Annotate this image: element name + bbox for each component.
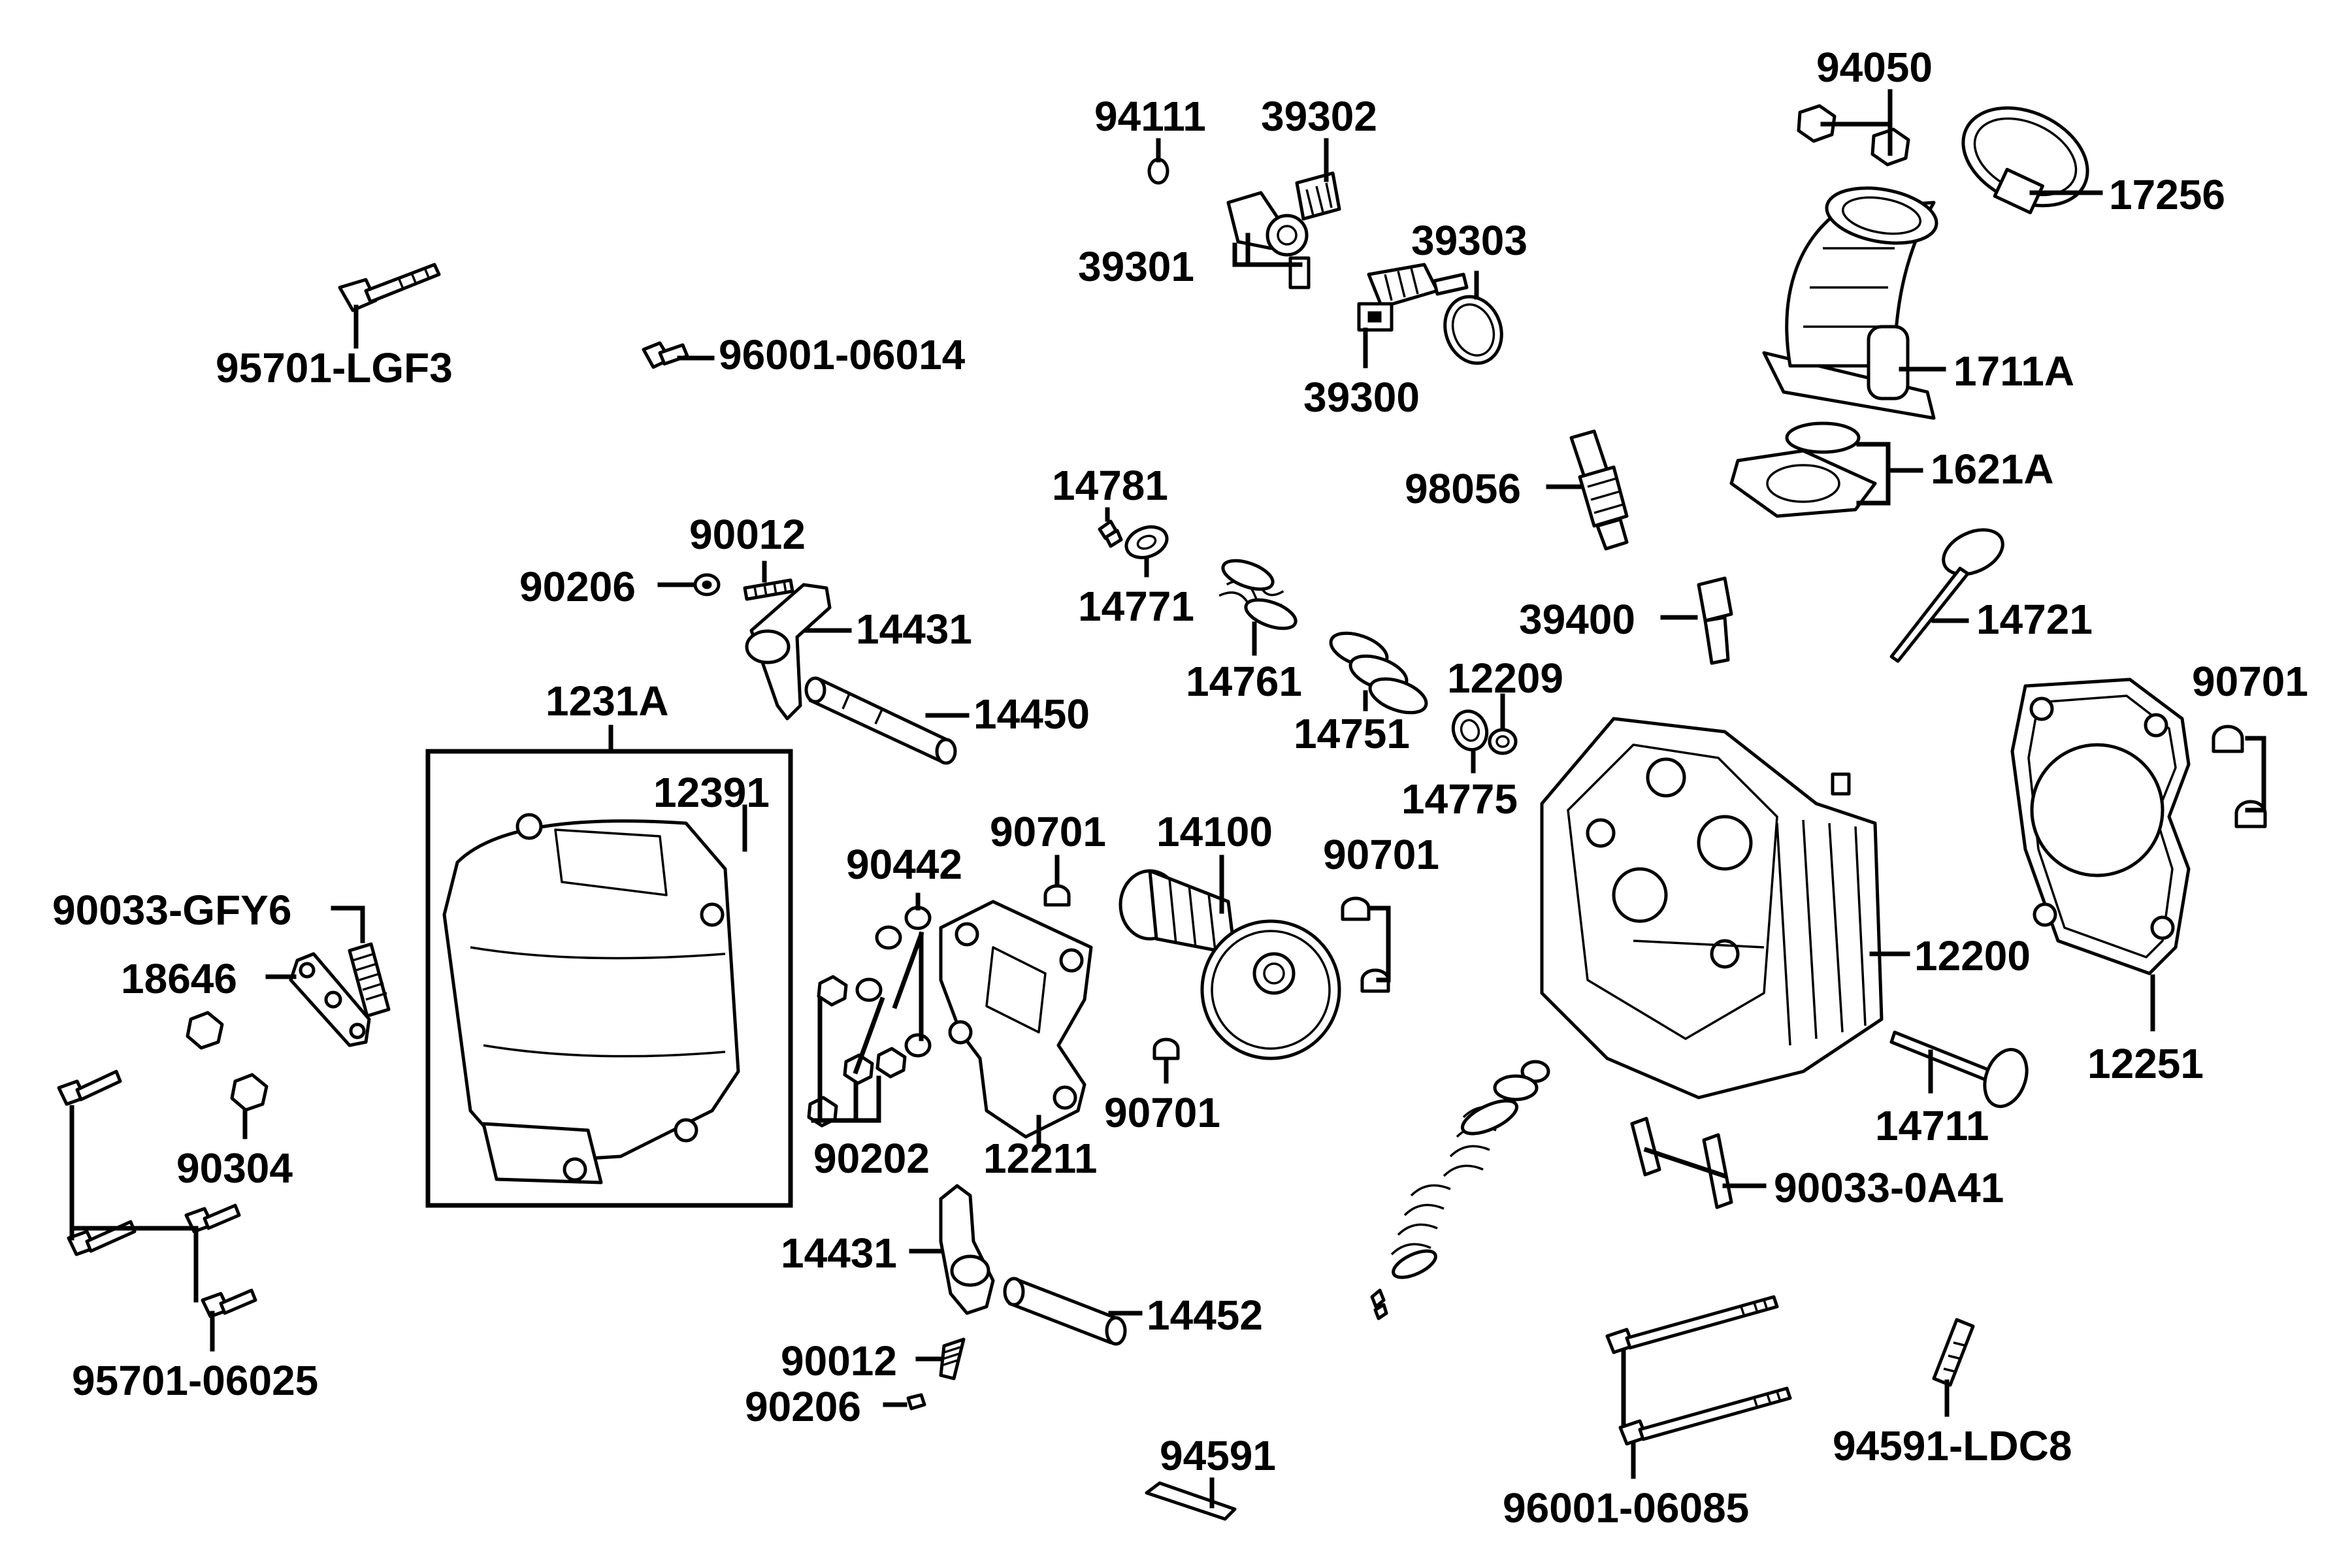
label-90701-b: 90701 [1323,831,1439,878]
stud-bolt-90033-GFY6-icon [348,942,391,1018]
head-gasket-12251-icon [2010,678,2191,975]
bolt-90012-icon [939,1337,966,1380]
label-90033-GFY6: 90033-GFY6 [52,887,291,934]
intake-valve-14721-icon [1889,528,2004,663]
label-90304: 90304 [176,1145,293,1192]
dowel-pin-90701-icon [2212,725,2267,828]
label-14711: 14711 [1875,1102,1989,1149]
intake-manifold-1711A-icon [1762,186,1938,420]
label-12251: 12251 [2087,1040,2204,1087]
label-1231A: 1231A [546,678,669,725]
temperature-sensor-39400-icon [1697,576,1733,665]
long-bolt-96001-06085-icon [1605,1295,1792,1446]
label-90701-c: 90701 [1104,1089,1220,1136]
rocker-shaft-14452-icon [1003,1277,1127,1346]
label-90202: 90202 [813,1135,930,1182]
camshaft-holder-12211-icon [939,900,1093,1139]
washer-90206-icon [693,573,721,596]
camshaft-14100-icon [1119,869,1341,1060]
label-14775: 14775 [1401,776,1518,823]
bolt-95701-06025-icon [57,1070,257,1318]
washer-14775-icon [1451,710,1489,751]
label-18646: 18646 [121,955,237,1002]
gasket-94591-icon [1145,1481,1237,1521]
label-90033-0A41: 90033-0A41 [1774,1164,2004,1211]
label-90701-right: 90701 [2192,658,2308,705]
valve-spring-14761-icon [1218,559,1298,630]
gasket-18646-icon [289,952,371,1047]
valve-retainer-14771-icon [1124,525,1169,559]
label-12391: 12391 [653,769,770,816]
valve-spring-14751-icon [1329,631,1428,715]
label-14781: 14781 [1052,462,1168,509]
label-39400: 39400 [1519,596,1635,643]
bolt-90012-icon [743,578,794,601]
label-90012-bottom: 90012 [781,1337,897,1384]
label-39301: 39301 [1078,243,1194,290]
gasket-94591-LDC8-icon [1932,1318,1975,1387]
label-1621A: 1621A [1931,446,2054,493]
nut-94050-icon [1797,104,1910,167]
label-90012-top: 90012 [689,511,806,558]
washer-90206-icon [906,1393,926,1411]
stud-bolt-90033-0A41-icon [1630,1117,1733,1209]
label-17256: 17256 [2109,171,2225,218]
injector-cap-39302-icon [1295,171,1341,221]
label-12209: 12209 [1447,655,1563,702]
label-95701-06025: 95701-06025 [72,1357,318,1404]
label-14761: 14761 [1186,658,1302,705]
label-14431-bottom: 14431 [781,1230,897,1277]
injector-holder-39301-icon [1226,191,1311,289]
cylinder-head-12200-icon [1540,717,1884,1100]
label-96001-06085: 96001-06085 [1503,1484,1749,1531]
rocker-arm-14431-icon [939,1184,995,1315]
label-39300: 39300 [1303,374,1420,421]
label-90206-bottom: 90206 [745,1383,861,1430]
label-14450: 14450 [973,691,1090,738]
label-12211: 12211 [983,1135,1097,1182]
label-94111: 94111 [1094,93,1206,140]
label-39302: 39302 [1261,93,1377,140]
spark-plug-98056-icon [1569,429,1629,551]
fuel-injector-39300-icon [1357,263,1469,332]
label-95701-LGF3: 95701-LGF3 [216,344,453,391]
label-90701-a: 90701 [990,808,1106,855]
rocker-shaft-14450-icon [804,676,957,765]
label-14452: 14452 [1147,1292,1263,1339]
insulator-1621A-icon [1729,421,1877,518]
label-94050: 94050 [1816,44,1933,91]
label-94591-LDC8: 94591-LDC8 [1833,1422,2072,1469]
exhaust-valve-14711-icon [1889,1030,2029,1109]
clip-94111-icon [1147,157,1169,185]
valve-cotter-14781-icon [1098,519,1123,548]
label-14100: 14100 [1156,808,1273,855]
valve-seal-12209-icon [1488,728,1518,755]
leader-lines [69,89,2266,1509]
label-14751: 14751 [1294,710,1410,757]
label-98056: 98056 [1405,465,1521,512]
washer-90442-icon [855,906,932,1058]
label-90442: 90442 [846,841,962,888]
label-96001-06014: 96001-06014 [719,331,966,378]
head-cover-12391-icon [442,813,740,1184]
label-12200: 12200 [1914,932,2031,979]
label-14721: 14721 [1976,596,2093,643]
o-ring-39303-icon [1443,295,1503,365]
label-39303: 39303 [1411,217,1527,264]
label-90206-top: 90206 [519,563,636,610]
valve-spring-assembly-icon [1370,1060,1550,1320]
label-14771: 14771 [1078,583,1194,630]
dowel-pin-90701-icon [1043,884,1390,1060]
clamp-17256-icon [1961,106,2089,215]
bolt-95701-LGF3-icon [338,263,441,312]
label-94591: 94591 [1160,1432,1276,1479]
nut-90304-icon [186,1011,269,1112]
label-1711A: 1711A [1953,348,2074,395]
label-14431-top: 14431 [856,606,972,653]
bolt-96001-06014-icon [642,341,689,369]
rocker-arm-14431-icon [745,583,832,721]
